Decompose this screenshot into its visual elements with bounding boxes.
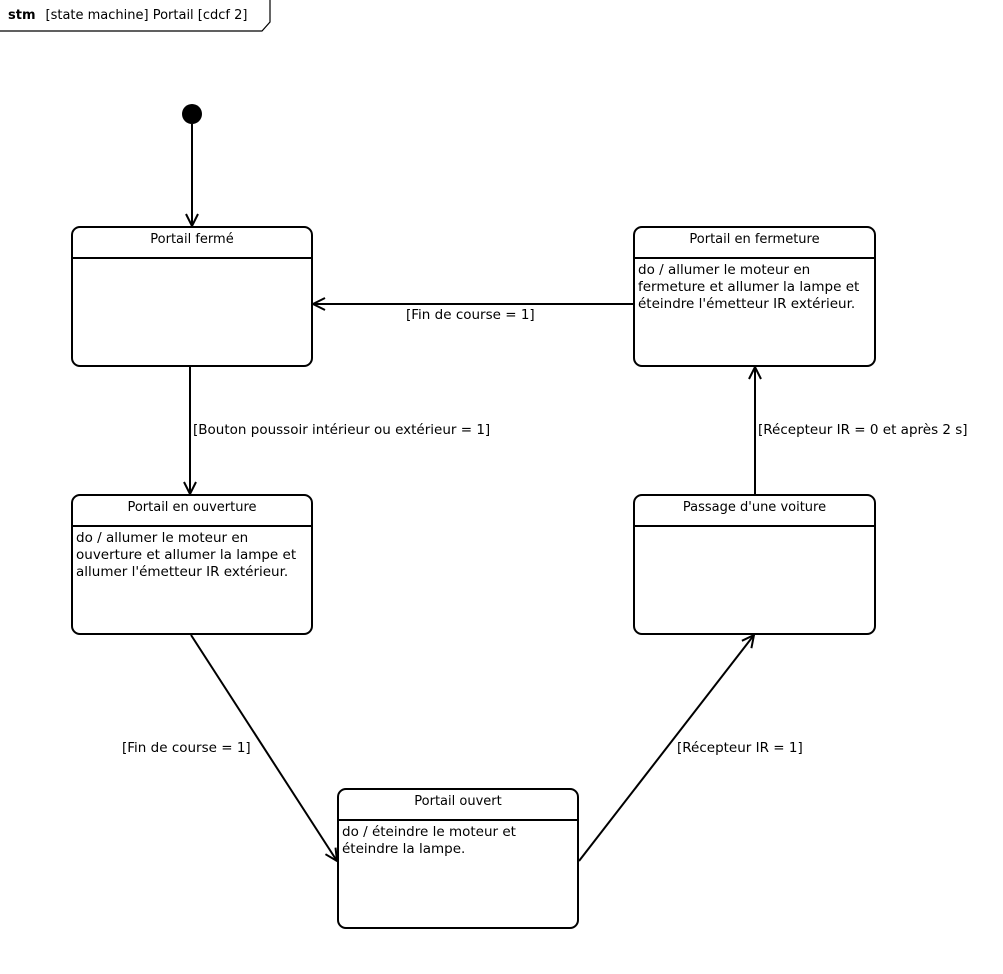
guard-ouverture-to-ouvert: [Fin de course = 1] <box>122 740 251 756</box>
state-activity <box>73 259 311 262</box>
transition-ouvert-to-passage <box>578 635 754 862</box>
guard-ferme-to-ouverture: [Bouton poussoir intérieur ou extérieur … <box>193 422 491 438</box>
transition-ouverture-to-ouvert <box>190 634 337 861</box>
state-portail-ouvert[interactable]: Portail ouvert do / éteindre le moteur e… <box>337 788 579 929</box>
frame-tab-border <box>0 0 271 32</box>
state-name: Passage d'une voiture <box>635 496 874 527</box>
state-portail-ferme[interactable]: Portail fermé <box>71 226 313 367</box>
state-name: Portail ouvert <box>339 790 577 821</box>
frame-title: [state machine] Portail [cdcf 2] <box>45 8 248 23</box>
state-name: Portail en fermeture <box>635 228 874 259</box>
state-passage-voiture[interactable]: Passage d'une voiture <box>633 494 876 635</box>
frame-keyword: stm <box>8 8 36 23</box>
frame-header: stm [state machine] Portail [cdcf 2] <box>0 0 247 31</box>
state-activity <box>635 527 874 530</box>
initial-pseudostate <box>182 104 202 124</box>
state-activity: do / allumer le moteur en ouverture et a… <box>76 530 297 580</box>
state-portail-en-ouverture[interactable]: Portail en ouverture do / allumer le mot… <box>71 494 313 635</box>
guard-passage-to-fermeture: [Récepteur IR = 0 et après 2 s] <box>758 422 968 438</box>
state-activity: do / allumer le moteur en fermeture et a… <box>638 262 860 312</box>
guard-ouvert-to-passage: [Récepteur IR = 1] <box>677 740 803 756</box>
state-activity: do / éteindre le moteur et éteindre la l… <box>342 824 516 857</box>
state-name: Portail en ouverture <box>73 496 311 527</box>
state-portail-en-fermeture[interactable]: Portail en fermeture do / allumer le mot… <box>633 226 876 367</box>
guard-fermeture-to-ferme: [Fin de course = 1] <box>406 307 535 323</box>
state-name: Portail fermé <box>73 228 311 259</box>
